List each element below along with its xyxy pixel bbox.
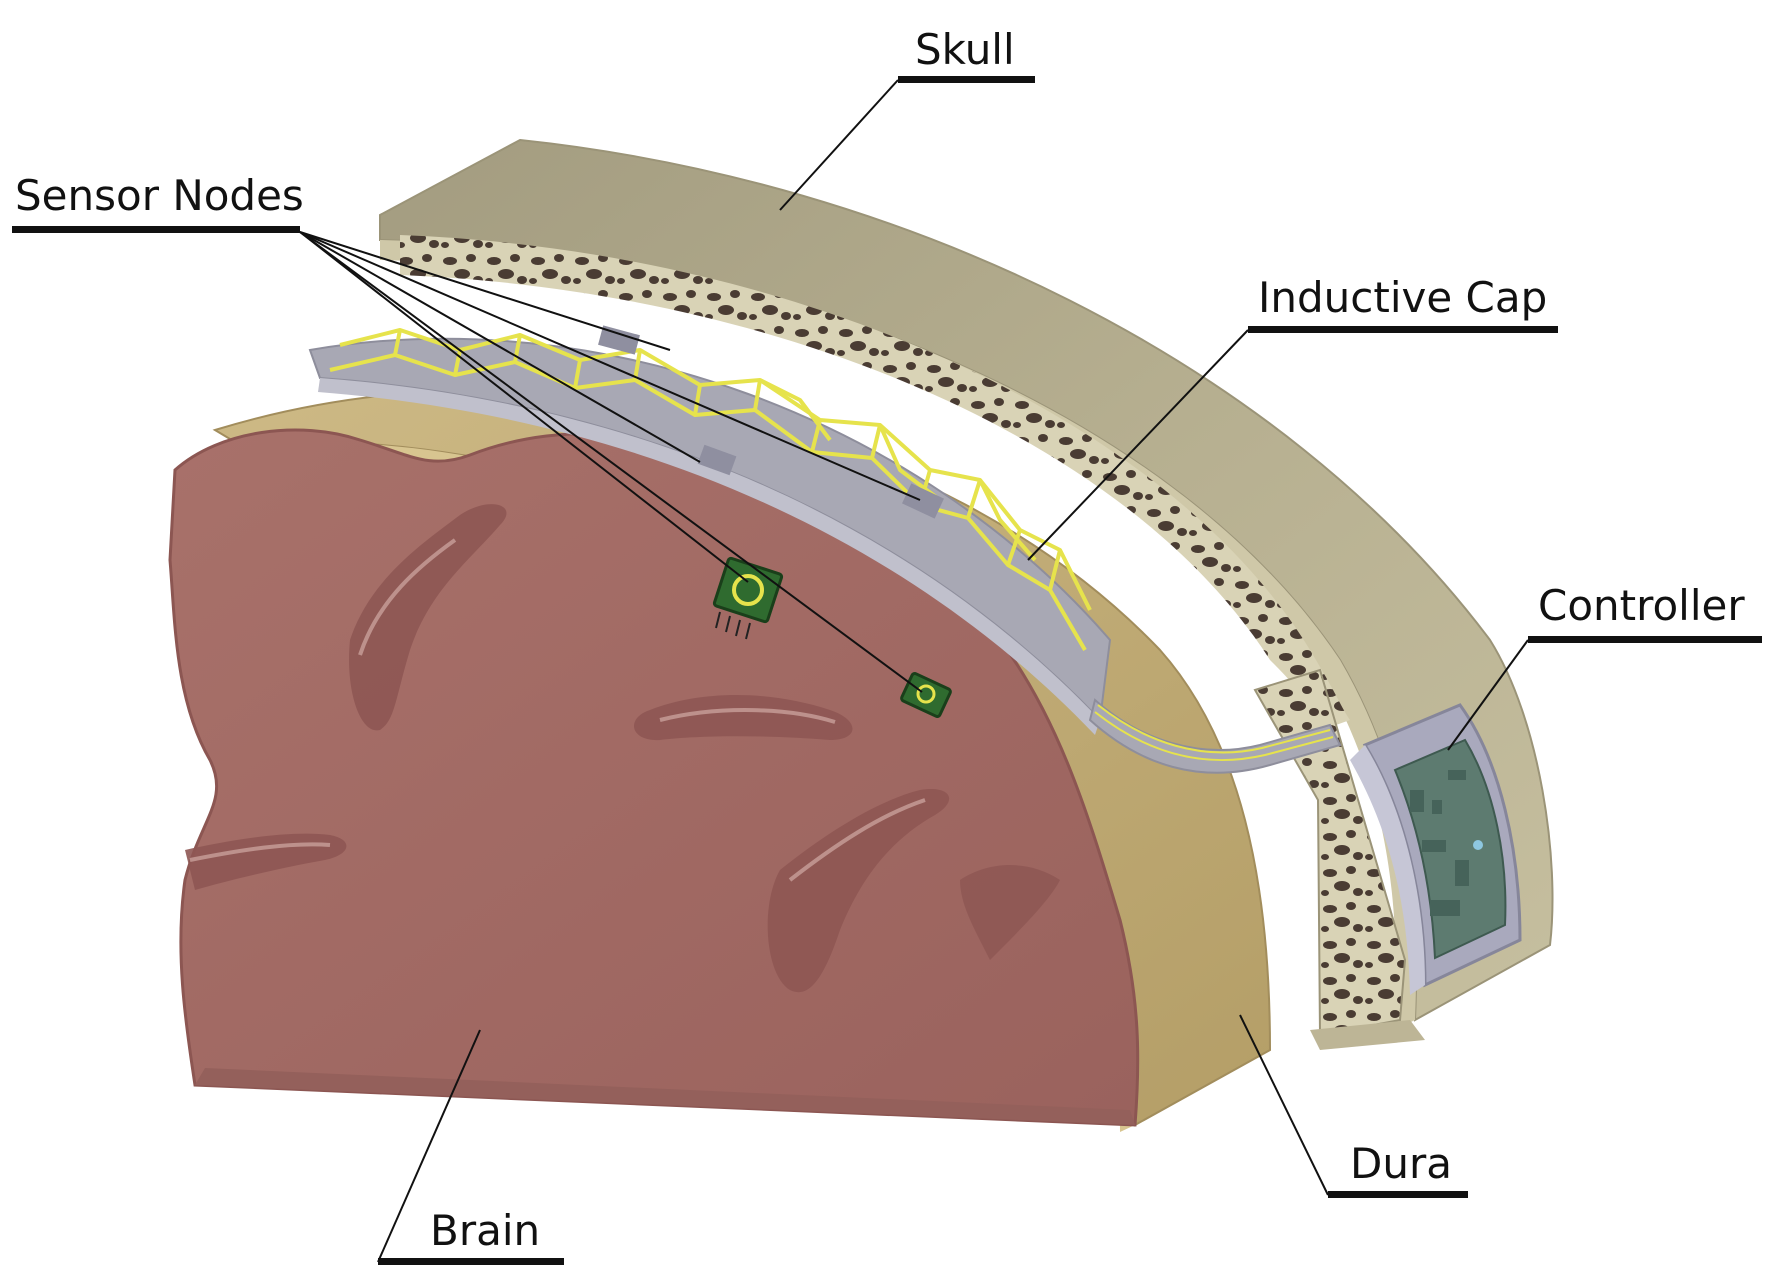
sensor-nodes-label: Sensor Nodes (15, 171, 304, 220)
brain-tissue (168, 428, 1140, 1127)
skull-label: Skull (915, 25, 1015, 74)
inductive-cap (308, 325, 1342, 774)
label-inductive-cap: Inductive Cap (1248, 273, 1558, 333)
inductive-cap-label: Inductive Cap (1258, 273, 1547, 322)
brain-label: Brain (430, 1206, 540, 1255)
dura-leader-line (1239, 1014, 1329, 1196)
label-brain: Brain (378, 1206, 564, 1265)
skull-leader-line (779, 79, 899, 211)
dura-label: Dura (1350, 1139, 1452, 1188)
sensor-chip-2 (900, 672, 952, 718)
label-sensor-nodes: Sensor Nodes (12, 171, 304, 233)
controller-label: Controller (1538, 581, 1745, 630)
label-skull: Skull (898, 25, 1035, 83)
controller-device (1350, 703, 1522, 995)
sensor-nodes-leader-lines (299, 231, 923, 693)
label-controller: Controller (1528, 581, 1762, 643)
leader-lines (299, 79, 1529, 1263)
sensor-chip-1 (712, 556, 784, 640)
inductive-cap-leader-line (1027, 329, 1249, 561)
controller-leader-line (1447, 639, 1529, 751)
brain-leader-line (377, 1029, 481, 1263)
label-dura: Dura (1328, 1139, 1468, 1198)
